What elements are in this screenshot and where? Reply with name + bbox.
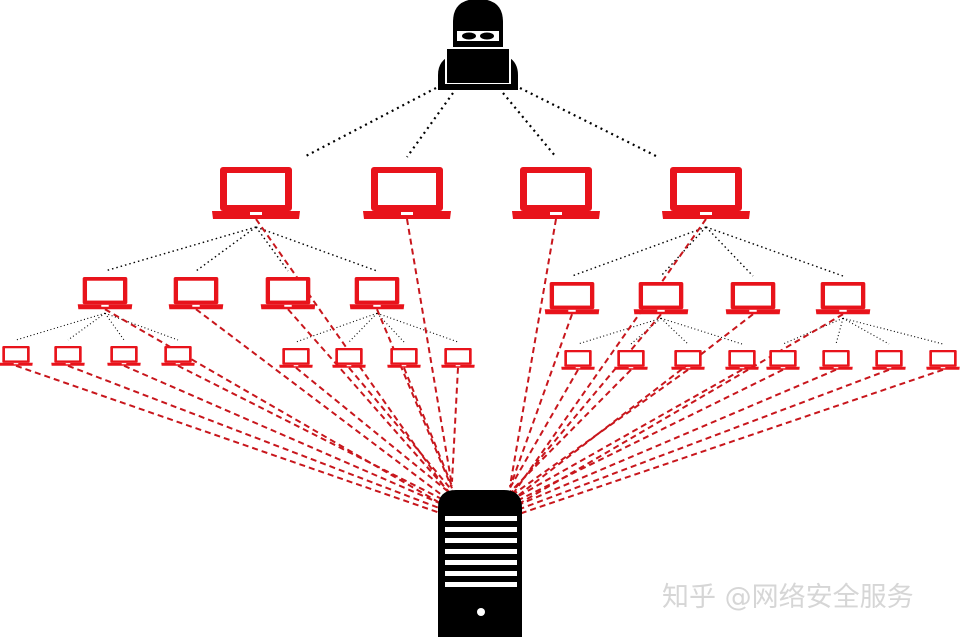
attack-link [509,313,573,488]
laptop-icon [725,350,759,370]
laptop-icon [819,350,853,370]
control-link [255,226,378,272]
attack-link [295,366,453,496]
control-link [577,317,662,345]
control-link [842,317,890,345]
laptop-icon [387,348,421,368]
attack-link [67,364,453,514]
attack-link [509,369,632,493]
control-link [705,226,754,277]
attack-link [509,368,837,510]
control-link [15,312,106,341]
attack-link [509,218,557,487]
laptop-icon [0,346,33,366]
control-link [348,312,378,343]
control-link [376,312,459,343]
server-slot [445,582,517,587]
attack-link [509,368,944,518]
laptop-icon [279,348,313,368]
laptop-icon [441,348,475,368]
attack-link [509,313,754,503]
laptop-icon [815,282,871,315]
laptop-icon [512,167,600,219]
watermark-text: 知乎 @网络安全服务 [662,582,914,613]
control-link [104,226,257,272]
control-link [303,87,437,158]
laptop-icon [725,282,781,315]
laptop-icon [662,167,750,219]
attack-link [287,308,453,497]
laptop-icon [161,346,195,366]
control-link [104,312,125,341]
server-slot [445,538,517,543]
laptop-icon [168,277,224,310]
server-slot [445,571,517,576]
attack-link [509,368,890,514]
attack-link [376,308,453,489]
control-link [195,226,257,272]
laptop-icon [212,167,300,219]
server-slot [445,527,517,532]
control-link [67,312,106,341]
attack-link [509,368,743,502]
laptop-icon [614,350,648,370]
attack-link [15,364,453,519]
control-links [15,87,944,345]
laptop-icon [561,350,595,370]
attack-link [509,313,844,510]
control-link [705,226,844,277]
laptop-icon [926,350,960,370]
laptop-icon [872,350,906,370]
laptop-icon [363,167,451,219]
control-link [406,92,454,158]
laptop-icon [633,282,689,315]
attack-link [509,369,579,489]
control-link [104,312,179,341]
attack-link [509,368,689,498]
attack-link [348,367,453,492]
control-link [502,92,557,158]
laptop-icon [766,350,800,370]
control-link [842,317,944,345]
attack-links [15,218,944,519]
server-slot [445,516,517,521]
control-link [255,226,289,272]
attack-link [177,364,453,506]
laptop-icon [51,346,85,366]
control-link [519,87,659,158]
control-link [835,318,844,345]
control-link [295,312,378,343]
laptop-icon [671,350,705,370]
bot-nodes [0,167,960,370]
attack-link [451,367,459,482]
attack-link [123,364,453,510]
laptop-icon [107,346,141,366]
server-slot [445,549,517,554]
attack-link [195,308,453,504]
attack-link [403,367,453,487]
laptop-icon [544,282,600,315]
attack-link [509,313,662,496]
control-link [660,226,707,277]
laptop-icon [332,348,366,368]
attack-link [104,308,453,511]
attack-link [509,218,707,499]
laptop-icon [349,277,405,310]
control-link [660,317,743,345]
hacker-icon [438,0,518,90]
server-icon [438,490,522,637]
control-link [782,317,844,345]
laptop-icon [260,277,316,310]
control-link [571,226,707,277]
laptop-icon [77,277,133,310]
attack-link [509,368,784,506]
server-slot [445,560,517,565]
attack-link [406,218,453,487]
